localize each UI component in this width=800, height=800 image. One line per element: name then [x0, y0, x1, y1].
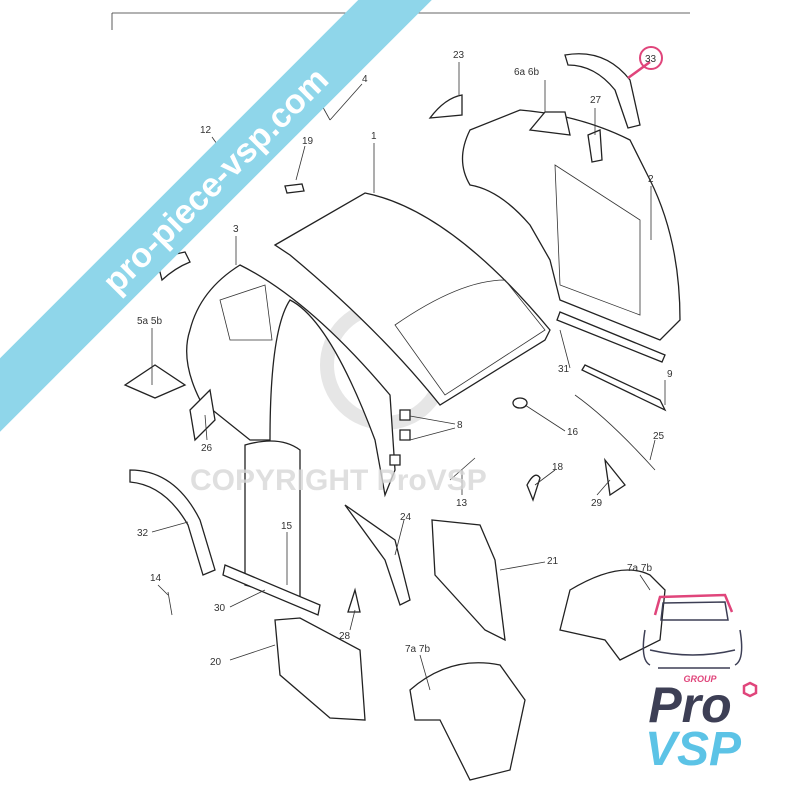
label-1: 1: [371, 131, 377, 142]
callout-labels: 23 6a 6b 27 33 4 12 19 1 2 3 5a 5b 31 9 …: [137, 50, 673, 668]
label-25: 25: [653, 431, 665, 442]
part-21: [431, 519, 506, 642]
label-32: 32: [137, 528, 149, 539]
label-9: 9: [667, 369, 673, 380]
part-23: [428, 94, 463, 119]
part-20: [274, 617, 366, 721]
part-28: [347, 587, 361, 613]
label-4: 4: [362, 74, 368, 85]
label-7a7b-right: 7a 7b: [627, 563, 652, 574]
label-24: 24: [400, 512, 412, 523]
part-7a7b-bottom: [409, 662, 526, 781]
banner-stripe: [0, 0, 496, 432]
right-door-opening: [554, 164, 641, 316]
part-14-screw: [167, 591, 173, 616]
label-29: 29: [591, 498, 603, 509]
label-14: 14: [150, 573, 162, 584]
label-19: 19: [302, 136, 314, 147]
logo-pro-text: Pro: [648, 677, 731, 733]
part-16: [512, 397, 528, 409]
logo-hex-nut-icon: [742, 681, 758, 698]
label-13: 13: [456, 498, 468, 509]
part-29: [604, 457, 626, 497]
part-31: [556, 311, 666, 363]
label-6a6b: 6a 6b: [514, 67, 539, 78]
label-5a5b: 5a 5b: [137, 316, 162, 327]
label-8: 8: [457, 420, 463, 431]
label-12: 12: [200, 125, 212, 136]
label-18: 18: [552, 462, 564, 473]
label-23: 23: [453, 50, 465, 61]
part-33-wheel-arch: [564, 53, 641, 129]
label-26: 26: [201, 443, 213, 454]
part-32: [129, 469, 216, 576]
label-7a7b-bottom: 7a 7b: [405, 644, 430, 655]
part-18: [526, 474, 541, 502]
label-27: 27: [590, 95, 602, 106]
label-21: 21: [547, 556, 559, 567]
label-30: 30: [214, 603, 226, 614]
part-5a5b: [123, 364, 187, 399]
part-9: [581, 364, 667, 412]
part-26: [189, 388, 216, 442]
part-15-door-seal: [244, 440, 301, 601]
logo-car-windshield: [660, 601, 729, 621]
left-side-window: [219, 284, 273, 341]
label-20: 20: [210, 657, 222, 668]
banner-text: pro-piece-vsp.com: [95, 60, 336, 301]
part-30: [222, 564, 321, 616]
highlight-circle: [639, 46, 663, 70]
logo-vsp-text: VSP: [645, 723, 742, 776]
provsp-logo: GROUP Pro VSP: [642, 593, 758, 776]
label-15: 15: [281, 521, 293, 532]
highlight-arrow: [627, 60, 651, 80]
part-6a6b: [528, 111, 571, 136]
part-25: [574, 394, 656, 471]
part-19: [284, 183, 305, 194]
leader-lines: [151, 46, 666, 691]
part-27: [587, 129, 603, 163]
part-13: [449, 457, 476, 481]
copyright-watermark: COPYRIGHT ProVSP: [190, 464, 487, 497]
logo-group-text: GROUP: [683, 674, 717, 684]
label-33: 33: [645, 54, 657, 65]
part-7a7b-right: [559, 569, 666, 661]
logo-car-body: [642, 629, 743, 669]
rear-window-opening: [394, 279, 546, 396]
label-31: 31: [558, 364, 570, 375]
part-roof: [273, 192, 551, 406]
part-left-body-side: [186, 264, 396, 498]
label-2: 2: [648, 174, 654, 185]
label-3: 3: [233, 224, 239, 235]
label-16: 16: [567, 427, 579, 438]
part-24: [344, 504, 411, 606]
label-28: 28: [339, 631, 351, 642]
part-right-body-side: [461, 109, 681, 341]
logo-car-roof: [653, 593, 734, 616]
